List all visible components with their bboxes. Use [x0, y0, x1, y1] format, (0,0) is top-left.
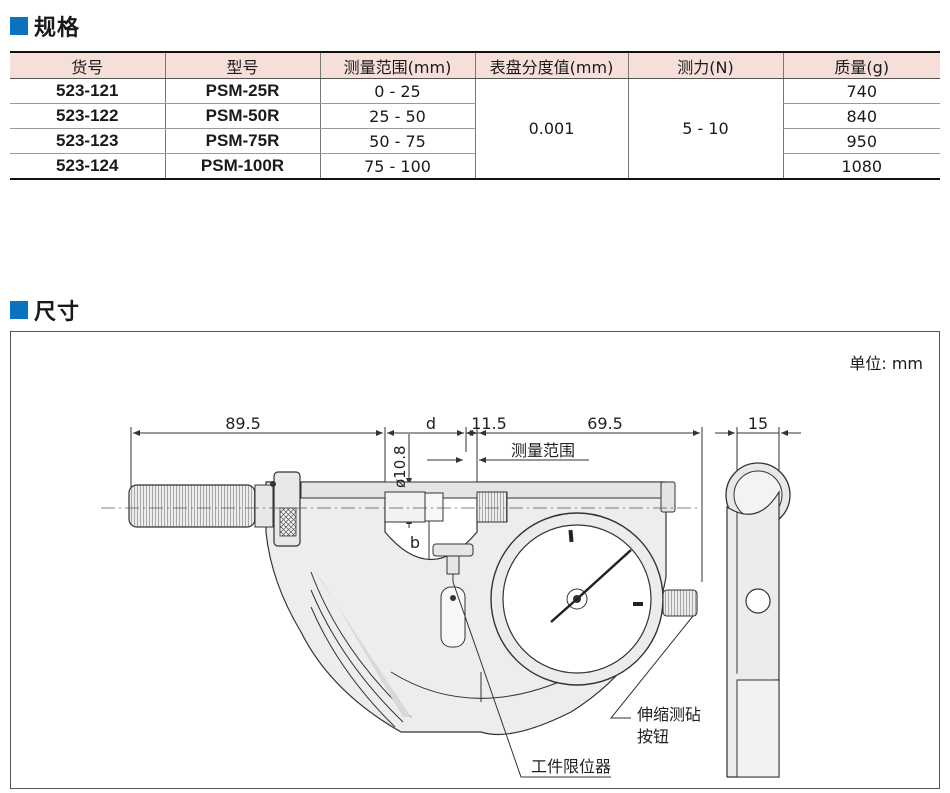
cell-code: 523-122: [10, 103, 165, 129]
unit-label: 单位: mm: [849, 354, 923, 373]
spec-table: 货号 型号 测量范围(mm) 表盘分度值(mm) 测力(N) 质量(g) 523…: [10, 51, 940, 180]
cell-force: 5 - 10: [627, 78, 783, 180]
cell-range: 50 - 75: [319, 128, 475, 154]
cell-mass: 1080: [782, 153, 940, 180]
cell-model: PSM-75R: [164, 128, 320, 154]
title-square-icon: [10, 17, 28, 35]
dial-needle-icon: [576, 549, 632, 600]
cell-range: 0 - 25: [319, 78, 475, 104]
header-model: 型号: [164, 51, 320, 79]
spindle-anvil: [384, 491, 508, 582]
cell-range: 75 - 100: [319, 153, 475, 180]
dim-section-title: 尺寸: [10, 294, 80, 326]
cell-code: 523-123: [10, 128, 165, 154]
cell-mass: 840: [782, 103, 940, 129]
spec-title-text: 规格: [34, 16, 81, 41]
header-code: 货号: [10, 51, 165, 79]
header-force: 测力(N): [627, 51, 783, 79]
cell-graduation: 0.001: [474, 78, 628, 180]
header-range: 测量范围(mm): [319, 51, 475, 79]
cell-mass: 740: [782, 78, 940, 104]
retract-button-icon: [662, 589, 698, 617]
thimble: [128, 471, 301, 547]
dim-title-text: 尺寸: [34, 300, 81, 325]
spec-section-title: 规格: [10, 10, 80, 42]
diameter-label: ø10.8: [391, 445, 409, 488]
stopper-label: 工件限位器: [531, 757, 611, 776]
leader-lines: [452, 581, 694, 778]
dim-d-label: d: [426, 414, 436, 433]
table-row: 523-123 PSM-75R 50 - 75 950: [10, 128, 940, 154]
dim-b-label: b: [410, 533, 420, 552]
table-row: 523-122 PSM-50R 25 - 50 840: [10, 103, 940, 129]
header-mass: 质量(g): [782, 51, 940, 79]
slot-screw-icon: [450, 595, 456, 601]
table-row: 523-121 PSM-25R 0 - 25 0.001 5 - 10 740: [10, 78, 940, 180]
retract-label-line1: 伸缩测砧: [637, 705, 701, 724]
cell-model: PSM-100R: [164, 153, 320, 180]
cell-range: 25 - 50: [319, 103, 475, 129]
micrometer-drawing: 89.5 d 11.5 69.5 15 测量范围 ø10.8 b 伸缩测砧 按钮…: [101, 414, 801, 778]
spec-header-row: 货号 型号 测量范围(mm) 表盘分度值(mm) 测力(N) 质量(g): [10, 51, 940, 79]
cell-mass: 950: [782, 128, 940, 154]
table-row: 523-124 PSM-100R 75 - 100 1080: [10, 153, 940, 180]
range-label: 测量范围: [511, 441, 575, 460]
dim-11-5-label: 11.5: [471, 414, 507, 433]
dial-gauge: [490, 512, 698, 686]
title-square-icon: [10, 301, 28, 319]
cell-code: 523-121: [10, 78, 165, 104]
dim-89-5-label: 89.5: [225, 414, 261, 433]
dim-69-5-label: 69.5: [587, 414, 623, 433]
dim-15-label: 15: [748, 414, 768, 433]
cell-model: PSM-25R: [164, 78, 320, 104]
cell-model: PSM-50R: [164, 103, 320, 129]
side-view: [725, 462, 791, 778]
retract-label-line2: 按钮: [637, 727, 669, 746]
header-graduation: 表盘分度值(mm): [474, 51, 628, 79]
lock-knob-icon: [279, 507, 297, 537]
cell-code: 523-124: [10, 153, 165, 180]
dimension-diagram: 单位: mm: [10, 331, 940, 789]
